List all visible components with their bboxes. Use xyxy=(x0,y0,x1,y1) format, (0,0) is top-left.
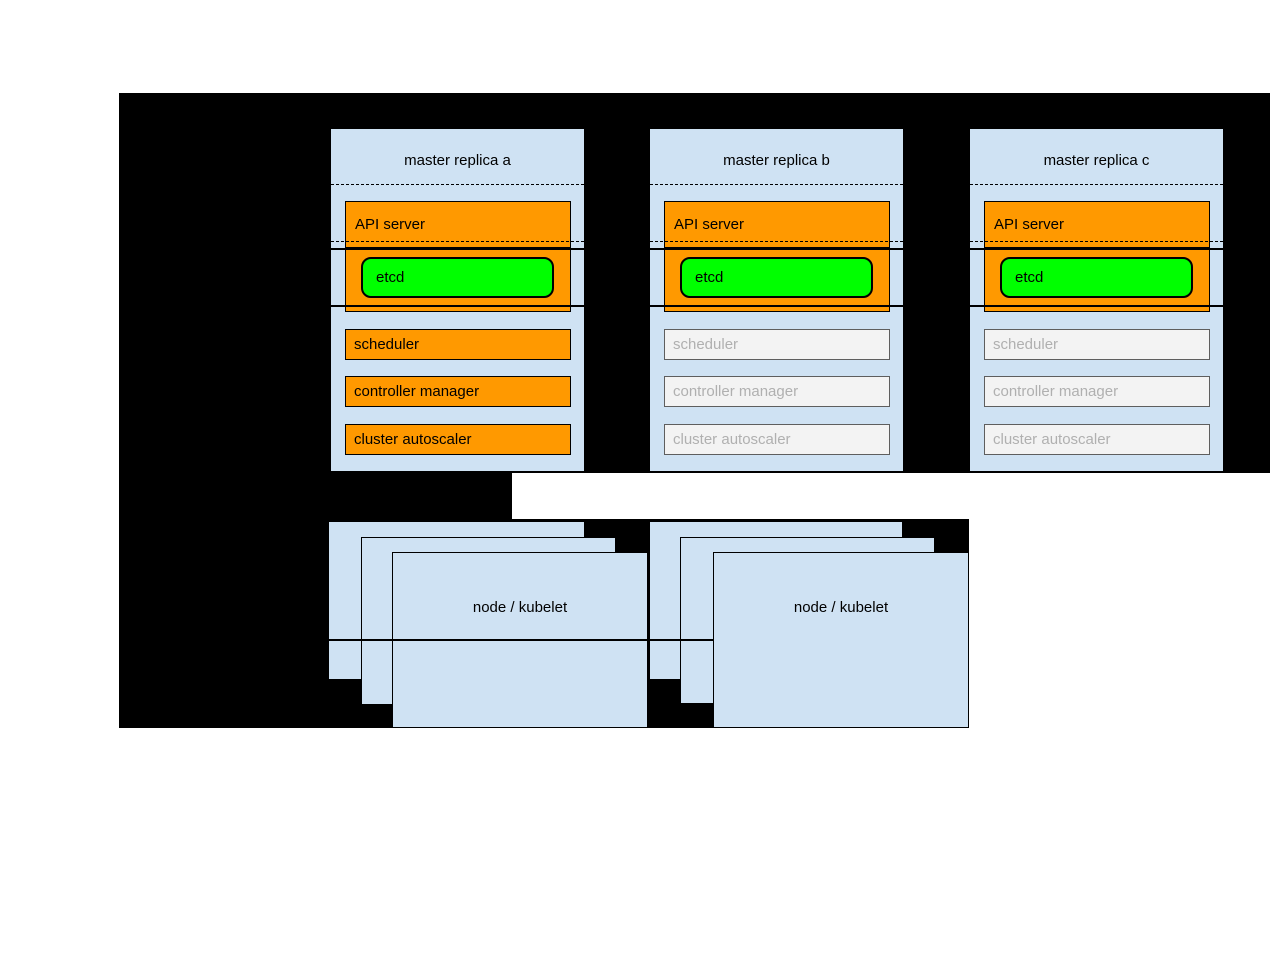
dashed-divider xyxy=(331,184,584,185)
solid-divider xyxy=(970,248,1223,250)
cluster-autoscaler-box: cluster autoscaler xyxy=(984,424,1210,455)
replica-title: master replica a xyxy=(404,152,511,169)
solid-divider xyxy=(650,305,903,307)
dashed-divider xyxy=(970,241,1223,242)
controller-manager-box: controller manager xyxy=(345,376,571,407)
connector-line xyxy=(328,639,714,641)
etcd-box: etcd xyxy=(361,257,554,298)
solid-divider xyxy=(331,305,584,307)
replica-title: master replica c xyxy=(1043,152,1150,169)
api-server-box: API server xyxy=(345,201,571,248)
node-kubelet-label: node / kubelet xyxy=(793,599,889,616)
etcd-box: etcd xyxy=(1000,257,1193,298)
cluster-autoscaler-box: cluster autoscaler xyxy=(345,424,571,455)
controller-manager-box: controller manager xyxy=(664,376,890,407)
api-server-box: API server xyxy=(664,201,890,248)
dashed-divider xyxy=(331,241,584,242)
master-replica-a-box: master replica a API server etcd schedul… xyxy=(330,128,585,472)
scheduler-box: scheduler xyxy=(664,329,890,360)
master-replica-b-box: master replica b API server etcd schedul… xyxy=(649,128,904,472)
scheduler-box: scheduler xyxy=(345,329,571,360)
controller-manager-box: controller manager xyxy=(984,376,1210,407)
dashed-divider xyxy=(650,184,903,185)
solid-divider xyxy=(331,248,584,250)
solid-divider xyxy=(970,305,1223,307)
node-kubelet-label: node / kubelet xyxy=(472,599,568,616)
cluster-autoscaler-box: cluster autoscaler xyxy=(664,424,890,455)
solid-divider xyxy=(650,248,903,250)
master-replica-c-box: master replica c API server etcd schedul… xyxy=(969,128,1224,472)
scheduler-box: scheduler xyxy=(984,329,1210,360)
api-server-box: API server xyxy=(984,201,1210,248)
node-box-front: node / kubelet xyxy=(713,552,969,728)
dashed-divider xyxy=(970,184,1223,185)
etcd-box: etcd xyxy=(680,257,873,298)
dashed-divider xyxy=(650,241,903,242)
background-panel-mid-left xyxy=(119,473,512,519)
replica-title: master replica b xyxy=(723,152,830,169)
